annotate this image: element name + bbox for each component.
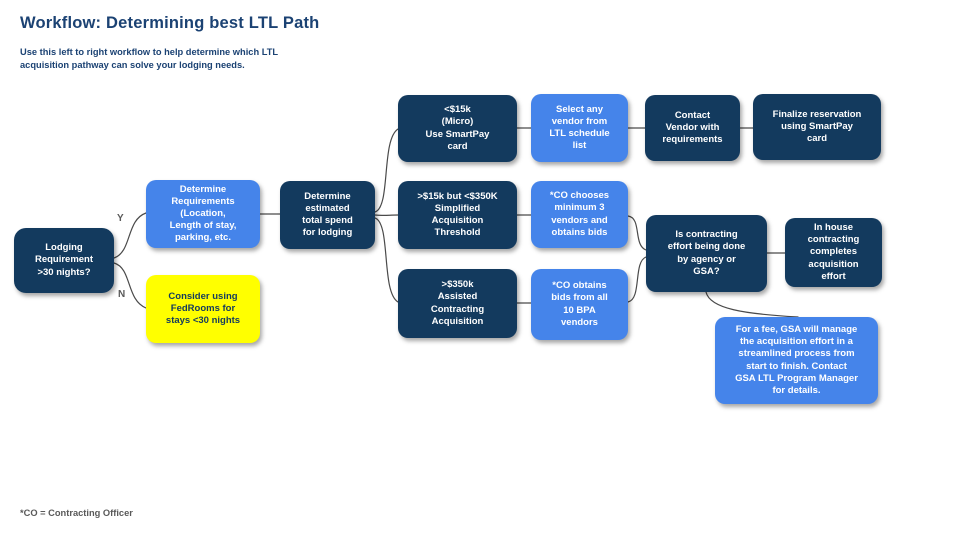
node-micro-purchase: <$15k (Micro) Use SmartPay card <box>398 95 517 162</box>
node-consider-fedrooms: Consider using FedRooms for stays <30 ni… <box>146 275 260 343</box>
node-estimated-spend: Determine estimated total spend for lodg… <box>280 181 375 249</box>
node-lodging-requirement: Lodging Requirement >30 nights? <box>14 228 114 293</box>
node-gsa-fee-note: For a fee, GSA will manage the acquisiti… <box>715 317 878 404</box>
connector-iscontracting-to-gsafee <box>705 291 799 318</box>
page-subtitle: Use this left to right workflow to help … <box>20 47 279 70</box>
node-select-vendor: Select any vendor from LTL schedule list <box>531 94 628 162</box>
node-co-obtains-bids: *CO obtains bids from all 10 BPA vendors <box>531 269 628 340</box>
connector-lodging-to-fedrooms <box>113 262 147 309</box>
node-contact-vendor: Contact Vendor with requirements <box>645 95 740 161</box>
node-finalize-reservation: Finalize reservation using SmartPay card <box>753 94 881 160</box>
connector-cochooses-to-iscontracting <box>627 215 647 251</box>
connector-lodging-to-requirements <box>113 212 147 259</box>
page-title: Workflow: Determining best LTL Path <box>20 14 320 32</box>
node-determine-requirements: Determine Requirements (Location, Length… <box>146 180 260 248</box>
connector-spend-to-assisted <box>374 217 399 303</box>
footnote-co-definition: *CO = Contracting Officer <box>20 508 133 518</box>
branch-label-no: N <box>118 289 126 300</box>
node-co-chooses-vendors: *CO chooses minimum 3 vendors and obtain… <box>531 181 628 248</box>
connector-coobtains-to-iscontracting <box>627 256 647 303</box>
node-in-house-contracting: In house contracting completes acquisiti… <box>785 218 882 287</box>
connector-spend-to-micro <box>374 128 399 213</box>
node-is-contracting-decision: Is contracting effort being done by agen… <box>646 215 767 292</box>
node-assisted-acquisition: >$350k Assisted Contracting Acquisition <box>398 269 517 338</box>
node-simplified-acquisition: >$15k but <$350K Simplified Acquisition … <box>398 181 517 249</box>
branch-label-yes: Y <box>117 213 124 224</box>
